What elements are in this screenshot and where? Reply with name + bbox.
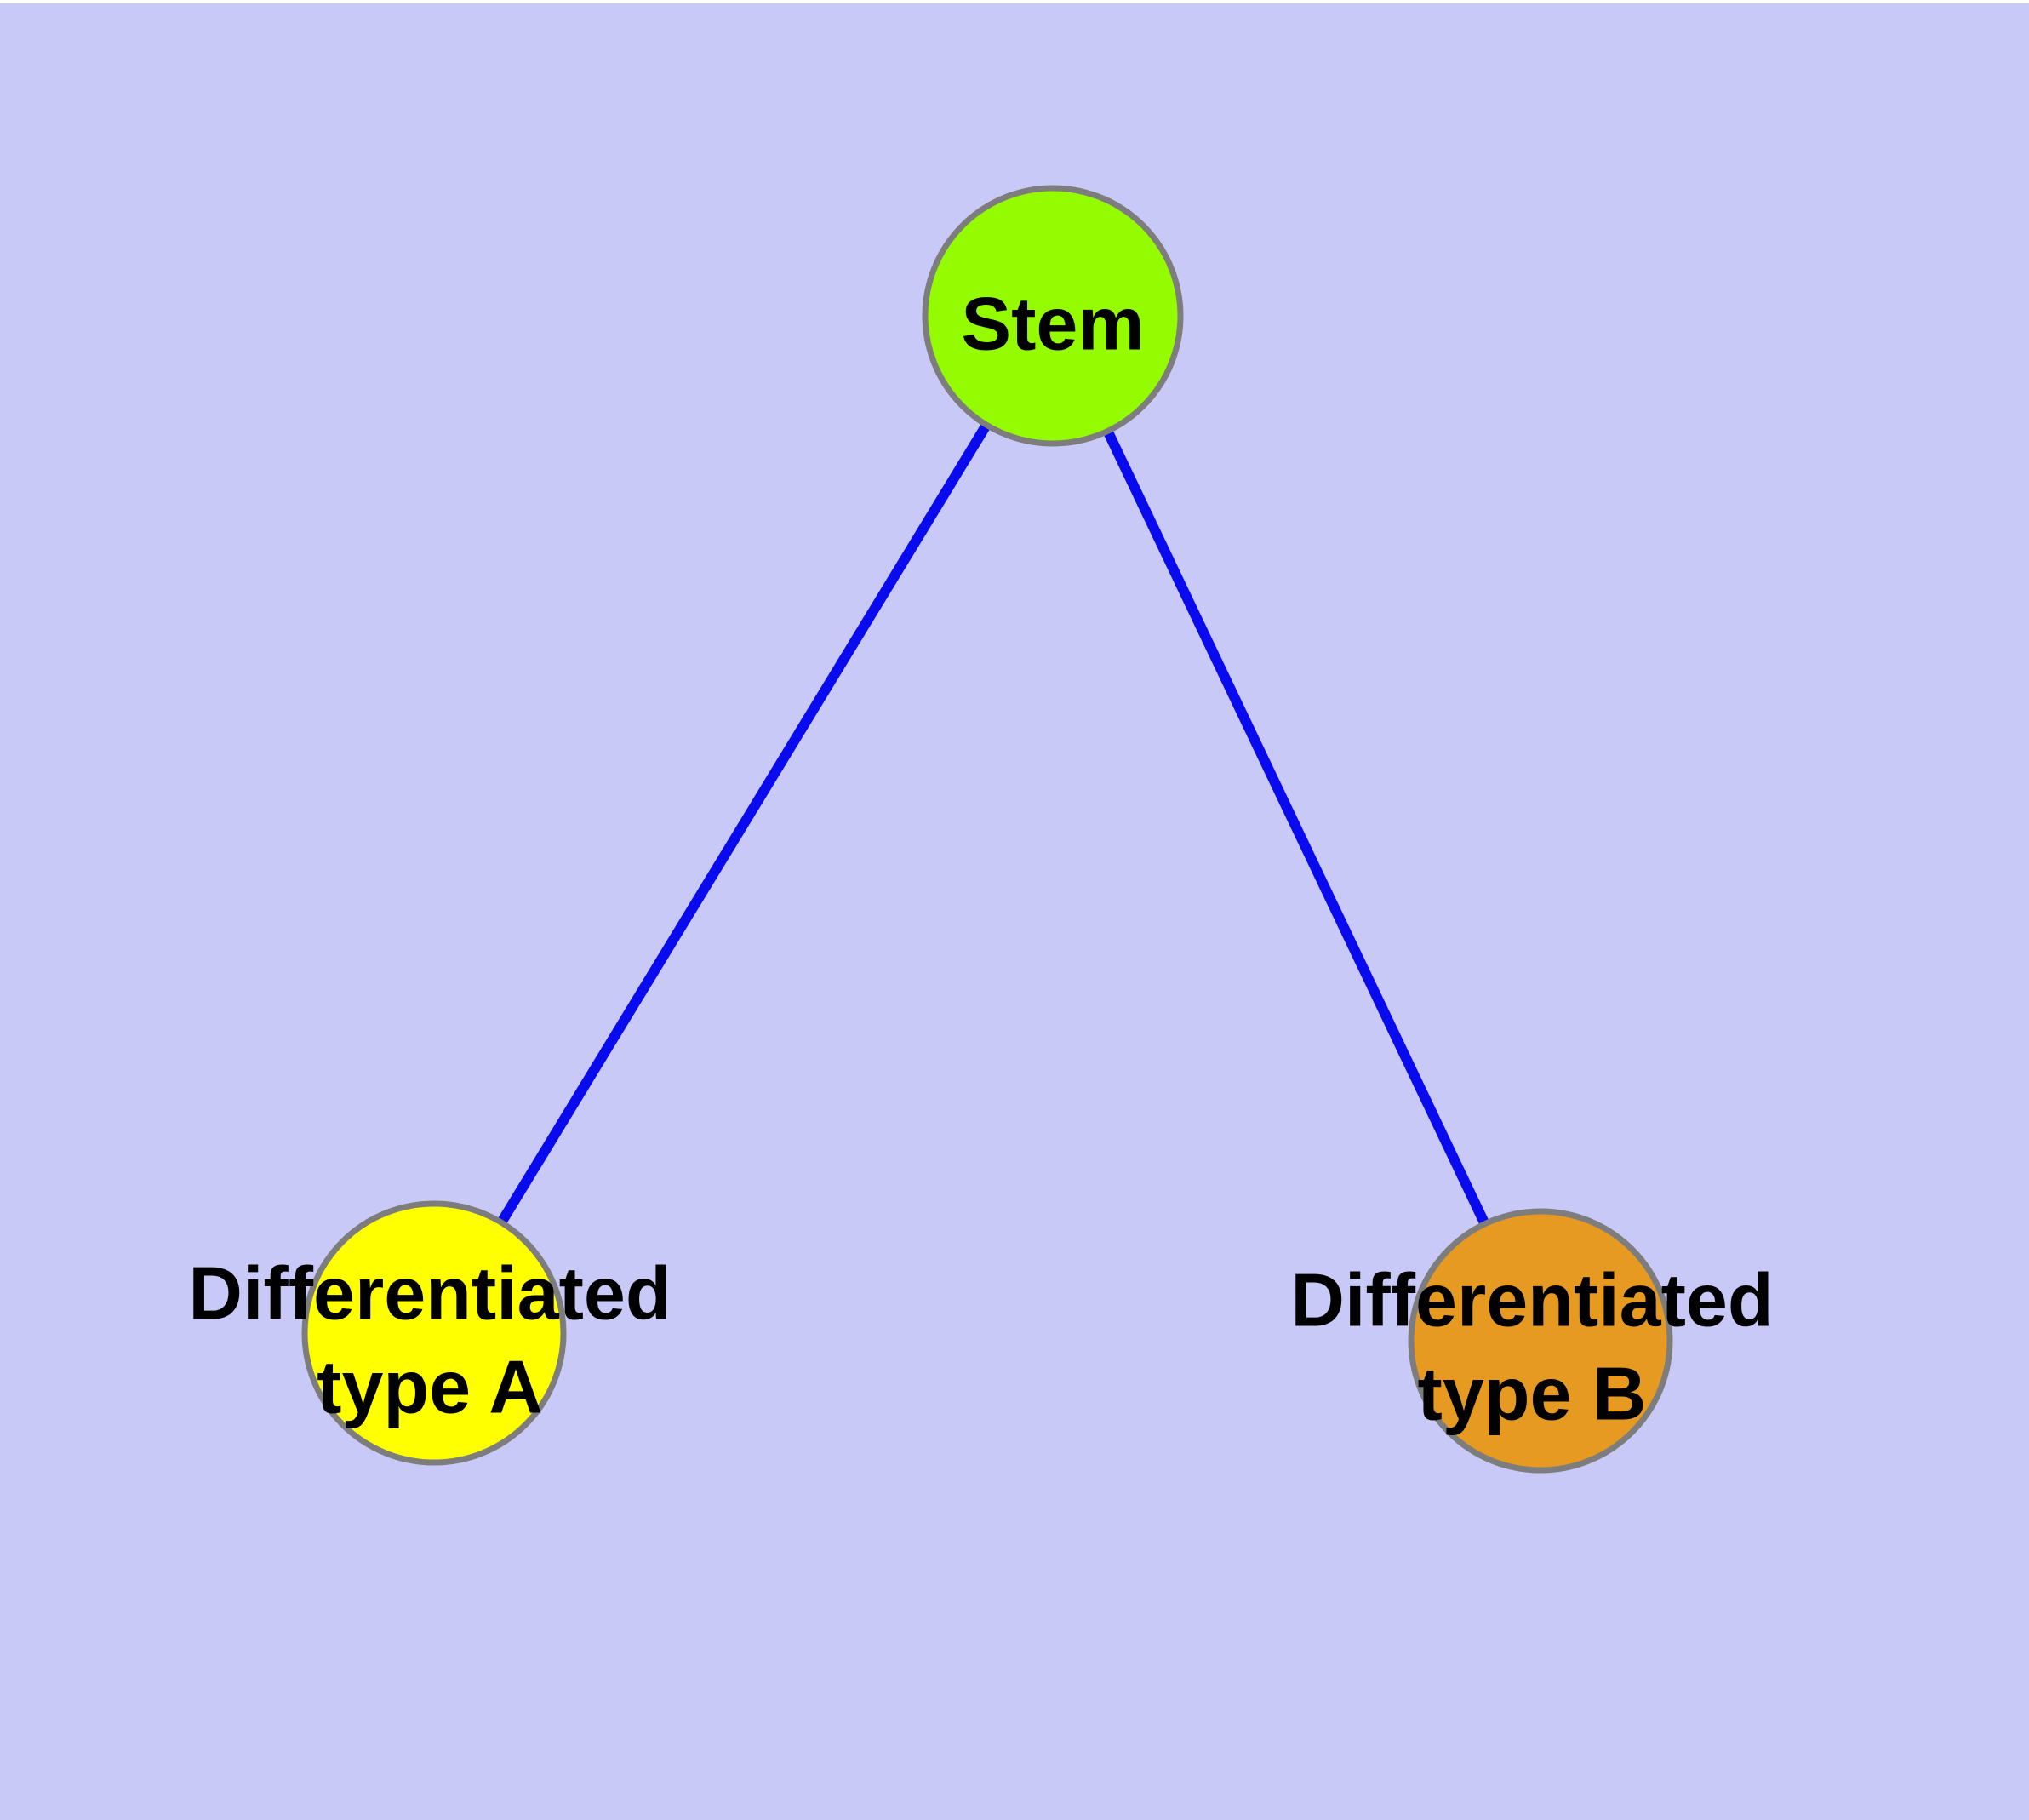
node-stem: Stem bbox=[922, 185, 1184, 447]
edge-stem-to-type-a bbox=[429, 312, 1058, 1336]
type-a-node-label-line1: Differentiated bbox=[188, 1251, 671, 1336]
stem-node-label: Stem bbox=[961, 282, 1144, 366]
type-a-node-label-line2: type A bbox=[317, 1345, 543, 1429]
stem-node-circle bbox=[922, 185, 1184, 447]
node-differentiated-type-a: Differentiated type A bbox=[188, 1200, 672, 1466]
type-b-node-label-line2: type B bbox=[1418, 1352, 1647, 1436]
type-b-node-circle bbox=[1408, 1208, 1673, 1474]
type-a-node-circle bbox=[301, 1200, 567, 1466]
edge-stem-to-type-b bbox=[1048, 313, 1546, 1343]
node-differentiated-type-b: Differentiated type B bbox=[1290, 1208, 1774, 1474]
type-b-node-label-line1: Differentiated bbox=[1290, 1258, 1773, 1342]
